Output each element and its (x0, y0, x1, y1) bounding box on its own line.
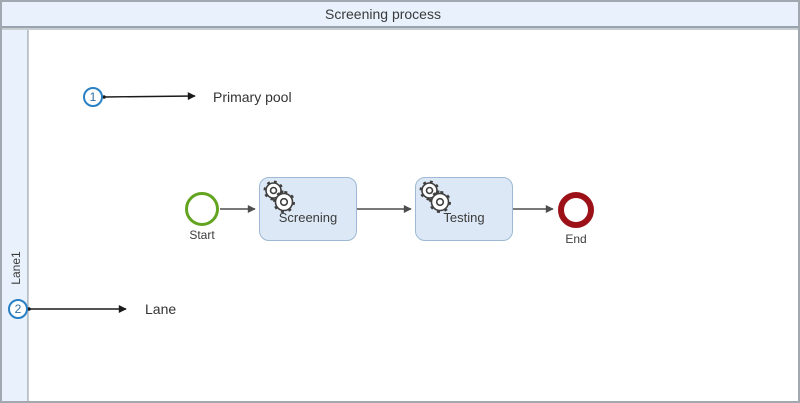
diagram-canvas[interactable] (29, 30, 798, 401)
callout-2-badge: 2 (8, 299, 28, 319)
lane-strip[interactable] (2, 30, 28, 401)
task-screening[interactable]: Screening (259, 177, 357, 241)
service-gear-icon (263, 180, 295, 213)
end-event[interactable] (558, 192, 594, 228)
service-gear-icon (419, 180, 451, 213)
end-event-label: End (565, 232, 587, 246)
start-event[interactable] (185, 192, 219, 226)
callout-1-label: Primary pool (213, 89, 292, 105)
pool-header[interactable]: Screening process (2, 2, 798, 28)
callout-2-label: Lane (145, 301, 177, 317)
pool-title: Screening process (325, 6, 441, 22)
task-label: Testing (443, 209, 485, 225)
callout-1-arrow (103, 92, 196, 101)
task-testing[interactable]: Testing (415, 177, 513, 241)
task-label: Screening (278, 209, 338, 225)
start-event-label: Start (189, 228, 215, 242)
callout-1-badge: 1 (83, 87, 103, 107)
